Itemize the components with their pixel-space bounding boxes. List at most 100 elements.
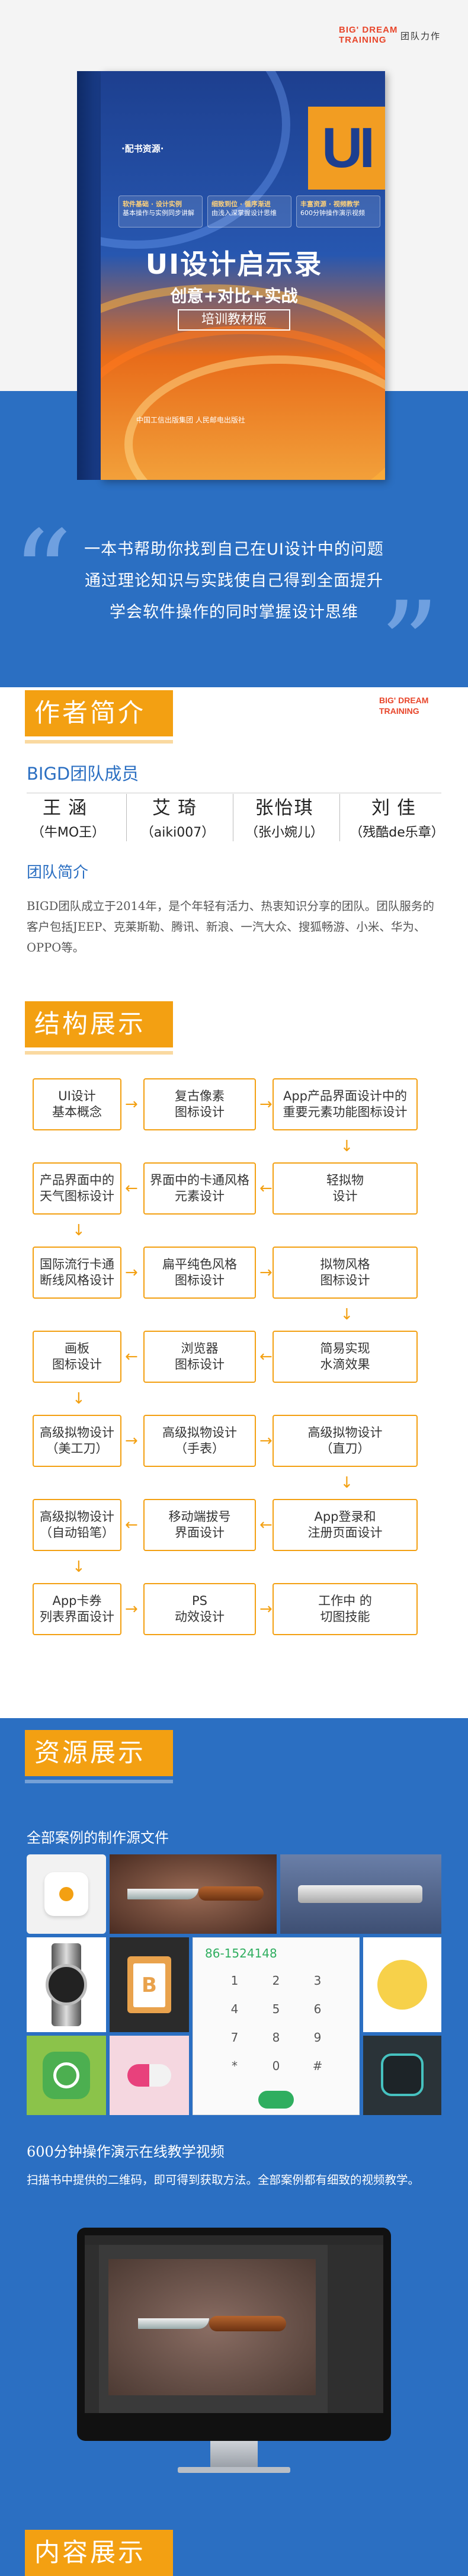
quote-section: “ ” 一本书帮助你找到自己在UI设计中的问题 通过理论知识与实践使自己得到全面… [0, 505, 468, 705]
member-4: 刘佳 （残酷de乐章） [350, 797, 444, 840]
arrow-left-icon: ← [259, 1516, 273, 1534]
intro-title: 团队简介 [27, 864, 89, 882]
flow-step: 画板 图标设计 [33, 1331, 121, 1383]
arrow-left-icon: ← [125, 1348, 138, 1366]
flow-step: 高级拟物设计 （自动铅笔） [33, 1499, 121, 1551]
keypad-key: 1 [230, 1973, 239, 1988]
video-text: 扫描书中提供的二维码，即可得到获取方法。全部案例都有细致的视频教学。 [27, 2173, 420, 2187]
keypad-key: 4 [230, 2002, 239, 2016]
keypad-key: 3 [313, 1973, 322, 1988]
flow-step: 高级拟物设计 （美工刀） [33, 1415, 121, 1467]
arrow-right-icon: → [125, 1600, 138, 1618]
cover-edition: 培训教材版 [178, 309, 290, 331]
quote-line-2: 通过理论知识与实践使自己得到全面提升 [85, 572, 383, 590]
tile-watch [27, 1937, 106, 2032]
brand-en: BIG' DREAM TRAINING [339, 25, 398, 45]
arrow-right-icon: → [259, 1432, 273, 1450]
keypad-key: 5 [272, 2002, 280, 2016]
content-heading: 内容展示 [25, 2530, 173, 2576]
flow-step: App登录和 注册页面设计 [273, 1499, 418, 1551]
flow-step: 高级拟物设计 （手表） [143, 1415, 256, 1467]
screen-knife-icon [138, 2318, 209, 2329]
monitor-stand [210, 2441, 258, 2467]
tile-emoji [363, 1937, 441, 2032]
team-title: BIGD团队成员 [27, 764, 139, 784]
flow-step: 工作中 的 切图技能 [273, 1583, 418, 1635]
arrow-right-icon: → [259, 1095, 273, 1113]
member-3: 张怡琪 （张小婉儿） [245, 797, 323, 840]
close-quote-icon: ” [379, 576, 440, 715]
flow-step: App卡券 列表界面设计 [33, 1583, 121, 1635]
arrow-left-icon: ← [125, 1516, 138, 1534]
keypad-key: 7 [230, 2030, 239, 2045]
cover-pill-2: 细致到位 · 循序渐进由浅入深掌握设计思维 [207, 196, 291, 228]
flow-step: App产品界面设计中的 重要元素功能图标设计 [273, 1078, 418, 1130]
brand-logo: BIG' DREAM TRAINING 团队力作 [339, 25, 457, 60]
cover-publisher: 中国工信出版集团 人民邮电出版社 [136, 416, 245, 424]
book-cover [77, 71, 385, 480]
keypad-key: * [232, 2059, 238, 2073]
tile-knife [110, 1854, 277, 1934]
resources-heading: 资源展示 [25, 1730, 173, 1783]
flow-step: UI设计 基本概念 [33, 1078, 121, 1130]
member-2: 艾琦 （aiki007） [140, 797, 215, 840]
flow-step: 拟物风格 图标设计 [273, 1247, 418, 1299]
flow-step: 国际流行卡通 断线风格设计 [33, 1247, 121, 1299]
monitor-base [178, 2467, 290, 2473]
authors-brand: BIG' DREAM TRAINING [379, 696, 429, 716]
quote-line-3: 学会软件操作的同时掌握设计思维 [110, 603, 358, 621]
arrow-down-icon: ↓ [72, 1390, 85, 1408]
arrow-right-icon: → [125, 1095, 138, 1113]
member-1: 王涵 （牛MO王） [31, 797, 105, 840]
quote-line-1: 一本书帮助你找到自己在UI设计中的问题 [84, 540, 384, 559]
keypad-key: 8 [272, 2030, 280, 2045]
monitor-screen [85, 2235, 383, 2413]
flow-step: 高级拟物设计 （直刀） [273, 1415, 418, 1467]
dot-icon [59, 1887, 73, 1901]
flow-step: 扁平纯色风格 图标设计 [143, 1247, 256, 1299]
compass-icon [381, 2053, 424, 2096]
flow-step: 简易实现 水滴效果 [273, 1331, 418, 1383]
arrow-right-icon: → [259, 1264, 273, 1281]
watch-icon [46, 1964, 87, 2005]
cover-ui-badge: UI [308, 107, 385, 190]
knife-blade-icon [127, 1889, 198, 1899]
knife-handle-icon [198, 1886, 264, 1901]
keypad-key: 6 [313, 2002, 322, 2016]
tile-chat [27, 2036, 106, 2115]
arrow-down-icon: ↓ [340, 1306, 354, 1324]
flow-step: 界面中的卡通风格 元素设计 [143, 1162, 256, 1215]
cover-pill-1: 软件基础 · 设计实例基本操作与实例同步讲解 [118, 196, 203, 228]
arrow-down-icon: ↓ [72, 1558, 85, 1576]
cover-title: UI设计启示录 [145, 248, 323, 280]
cutter-icon [298, 1885, 422, 1903]
flow-step: 浏览器 图标设计 [143, 1331, 256, 1383]
flow-step: 移动端拔号 界面设计 [143, 1499, 256, 1551]
arrow-right-icon: → [125, 1432, 138, 1450]
video-label: 600分钟操作演示在线教学视频 [27, 2144, 225, 2160]
flow-step: 轻拟物 设计 [273, 1162, 418, 1215]
book-front [101, 71, 385, 480]
book-spine [77, 71, 101, 480]
open-quote-icon: “ [12, 505, 73, 643]
cover-resources-label: ·配书资源· [121, 143, 164, 154]
arrow-down-icon: ↓ [340, 1474, 354, 1492]
keypad-key: # [312, 2059, 323, 2073]
flow-step: PS 动效设计 [143, 1583, 256, 1635]
tile-app-icon [27, 1854, 106, 1934]
arrow-left-icon: ← [259, 1180, 273, 1197]
intro-text: BIGD团队成立于2014年，是个年轻有活力、热衷知识分享的团队。团队服务的客户… [27, 899, 434, 954]
hero-section: BIG' DREAM TRAINING 团队力作 UI ·配书资源· 软件基础 … [0, 0, 468, 510]
arrow-left-icon: ← [125, 1180, 138, 1197]
arrow-down-icon: ↓ [340, 1138, 354, 1155]
tile-clipboard: B [110, 1937, 189, 2032]
structure-heading: 结构展示 [25, 1001, 173, 1055]
keypad-key: 0 [272, 2059, 280, 2073]
arrow-down-icon: ↓ [72, 1222, 85, 1239]
arrow-left-icon: ← [259, 1348, 273, 1366]
arrow-right-icon: → [259, 1600, 273, 1618]
capsule-icon [127, 2064, 171, 2087]
cover-subtitle: 创意+对比+实战 [170, 286, 298, 306]
